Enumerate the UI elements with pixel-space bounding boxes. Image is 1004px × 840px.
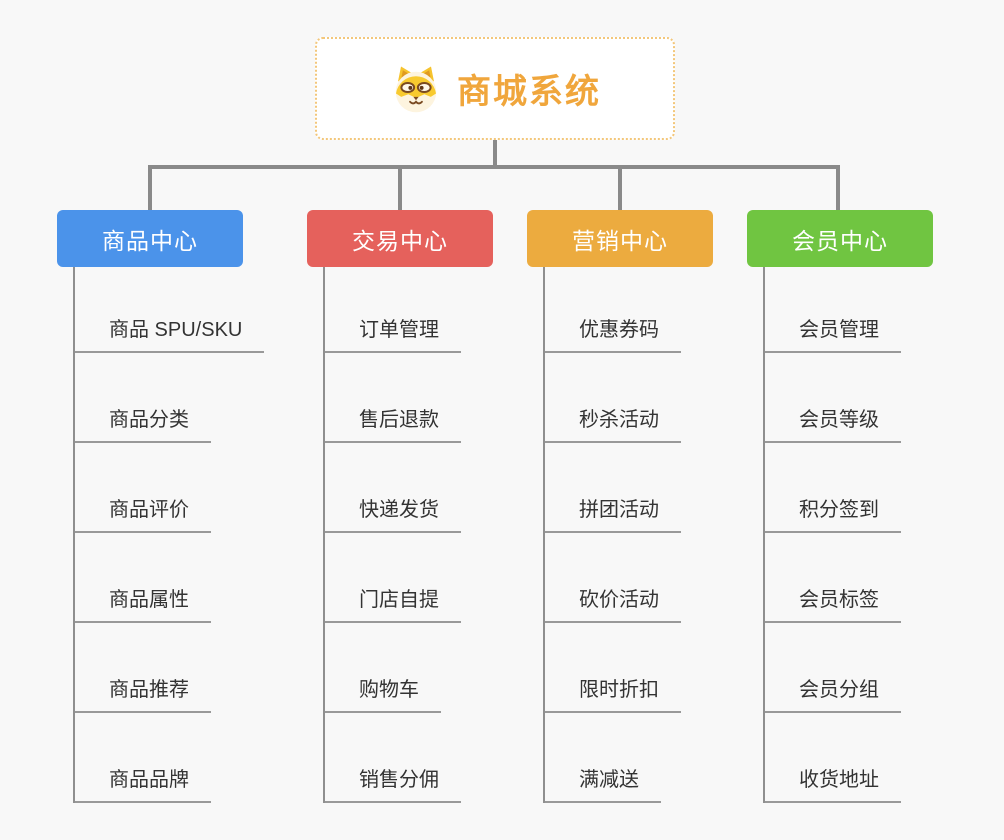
connector-drop-marketing [618,165,622,211]
node-express-shipping[interactable]: 快递发货 [325,443,461,533]
connector-drop-member [836,165,840,211]
branch-marketing-center: 营销中心 优惠券码 秒杀活动 拼团活动 砍价活动 限时折扣 满减送 [527,210,777,803]
node-goods-review[interactable]: 商品评价 [75,443,211,533]
node-goods-recommend[interactable]: 商品推荐 [75,623,211,713]
node-goods-category[interactable]: 商品分类 [75,353,211,443]
branch-trade-center-items: 订单管理 售后退款 快递发货 门店自提 购物车 销售分佣 [323,267,557,803]
node-member-tag[interactable]: 会员标签 [765,533,901,623]
branch-marketing-center-node[interactable]: 营销中心 [527,210,713,267]
shiba-dog-icon [395,66,437,112]
node-goods-brand[interactable]: 商品品牌 [75,713,211,803]
branch-member-center-items: 会员管理 会员等级 积分签到 会员标签 会员分组 收货地址 [763,267,997,803]
connector-horizontal-bar [148,165,840,169]
branch-goods-center-node[interactable]: 商品中心 [57,210,243,267]
node-order-management[interactable]: 订单管理 [325,267,461,353]
node-group-buy[interactable]: 拼团活动 [545,443,681,533]
node-spend-save[interactable]: 满减送 [545,713,661,803]
node-member-group[interactable]: 会员分组 [765,623,901,713]
root-title: 商城系统 [457,73,601,111]
node-points-checkin[interactable]: 积分签到 [765,443,901,533]
branch-trade-center-node[interactable]: 交易中心 [307,210,493,267]
node-sales-commission[interactable]: 销售分佣 [325,713,461,803]
branch-goods-center: 商品中心 商品 SPU/SKU 商品分类 商品评价 商品属性 商品推荐 商品品牌 [57,210,307,803]
node-goods-attribute[interactable]: 商品属性 [75,533,211,623]
root-node[interactable]: 商城系统 [315,37,675,140]
node-coupon-code[interactable]: 优惠券码 [545,267,681,353]
node-bargain[interactable]: 砍价活动 [545,533,681,623]
branch-member-center: 会员中心 会员管理 会员等级 积分签到 会员标签 会员分组 收货地址 [747,210,997,803]
branch-trade-center: 交易中心 订单管理 售后退款 快递发货 门店自提 购物车 销售分佣 [307,210,557,803]
node-member-level[interactable]: 会员等级 [765,353,901,443]
branch-goods-center-items: 商品 SPU/SKU 商品分类 商品评价 商品属性 商品推荐 商品品牌 [73,267,307,803]
node-shipping-address[interactable]: 收货地址 [765,713,901,803]
node-aftersale-refund[interactable]: 售后退款 [325,353,461,443]
connector-drop-goods [148,165,152,211]
node-store-pickup[interactable]: 门店自提 [325,533,461,623]
connector-root-stub [493,140,497,169]
branch-marketing-center-items: 优惠券码 秒杀活动 拼团活动 砍价活动 限时折扣 满减送 [543,267,777,803]
node-flash-sale[interactable]: 秒杀活动 [545,353,681,443]
branch-member-center-node[interactable]: 会员中心 [747,210,933,267]
node-goods-spu-sku[interactable]: 商品 SPU/SKU [75,267,265,353]
node-limited-discount[interactable]: 限时折扣 [545,623,681,713]
node-shopping-cart[interactable]: 购物车 [325,623,441,713]
connector-drop-trade [398,165,402,211]
node-member-management[interactable]: 会员管理 [765,267,901,353]
